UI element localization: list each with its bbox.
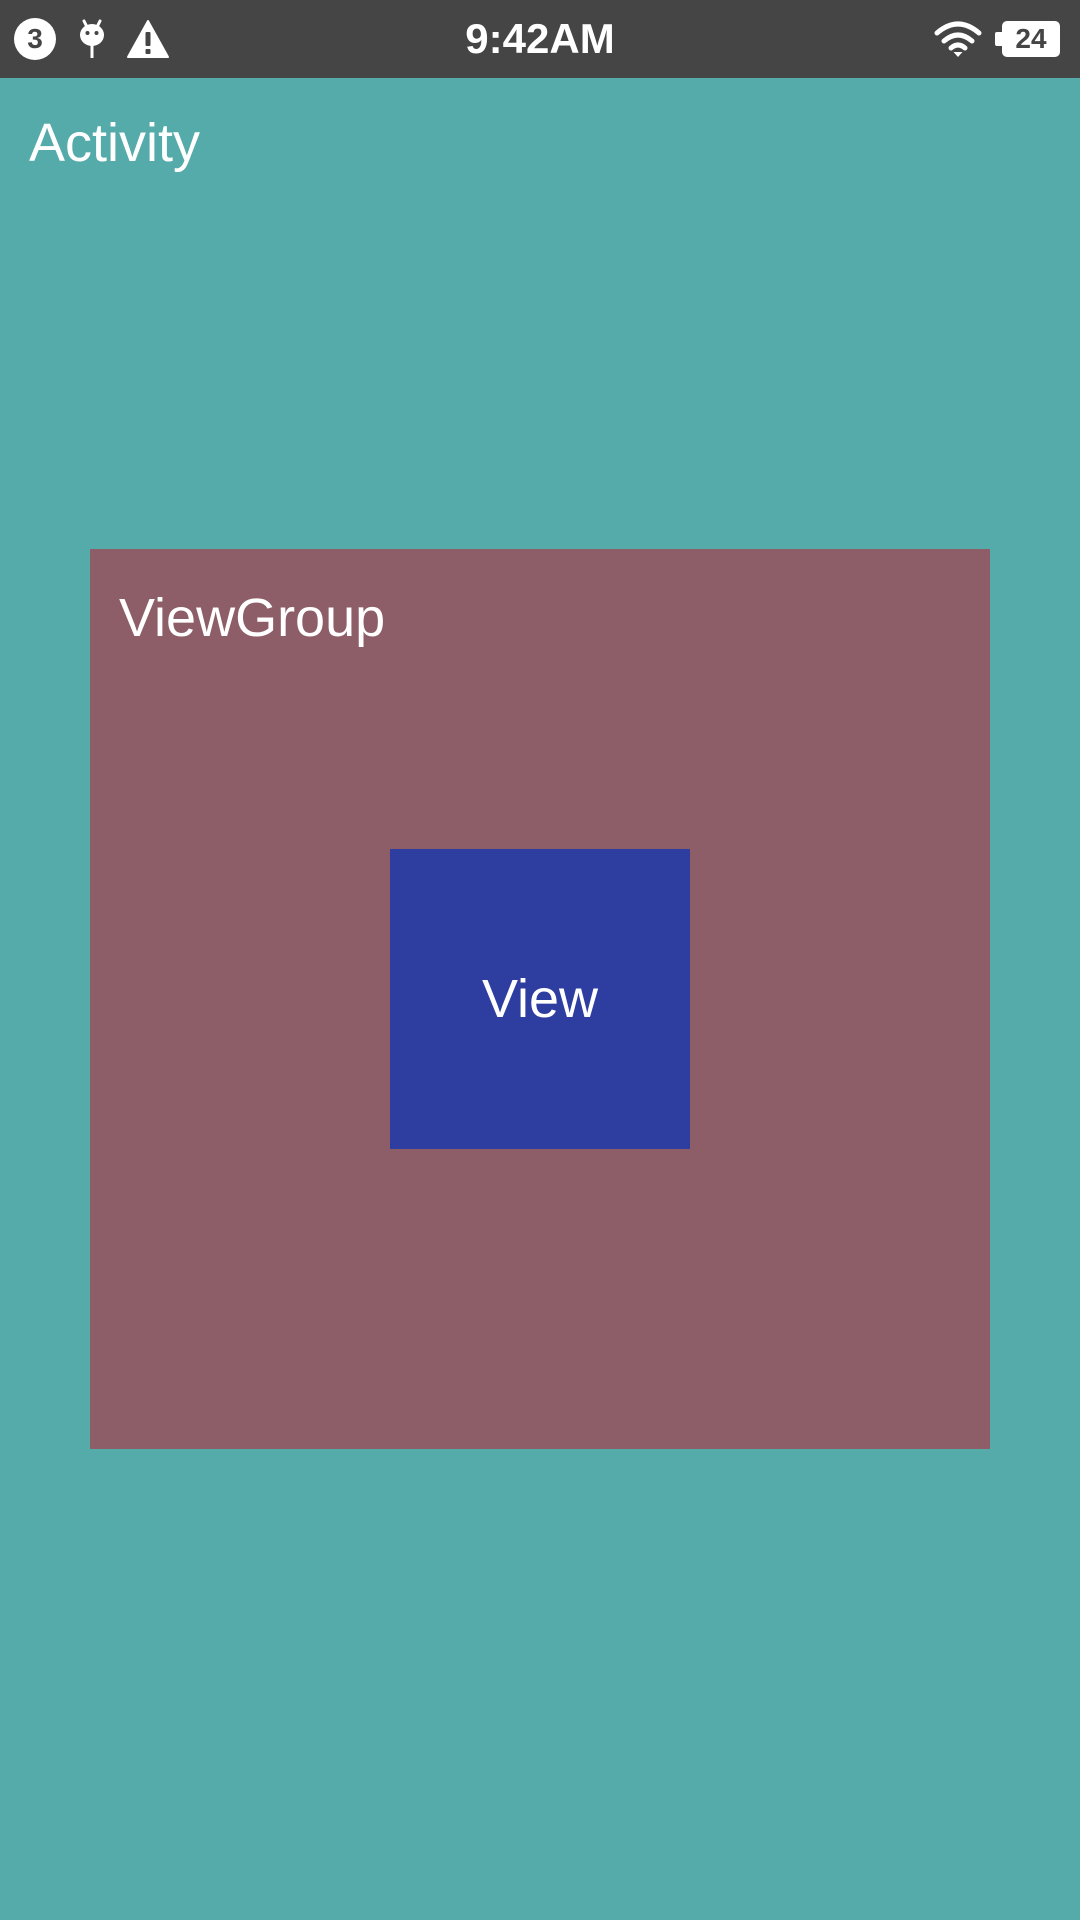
view-box[interactable]: View [390,849,690,1149]
viewgroup-label: ViewGroup [119,588,386,648]
view-label: View [481,969,599,1029]
status-bar-system: 24 [934,16,1060,62]
wifi-icon [934,21,982,57]
activity-label: Activity [29,113,201,173]
status-bar: 3 9:42AM 2 [0,0,1080,78]
viewgroup-container: ViewGroup View [90,549,990,1449]
battery-level: 24 [1015,23,1047,54]
android-debug-icon [80,19,104,58]
battery-icon: 24 [995,21,1060,57]
warning-icon [127,20,169,58]
status-bar-clock: 9:42AM [465,15,615,62]
notification-count-icon: 3 [14,18,56,60]
status-bar-notifications: 3 [14,16,170,62]
